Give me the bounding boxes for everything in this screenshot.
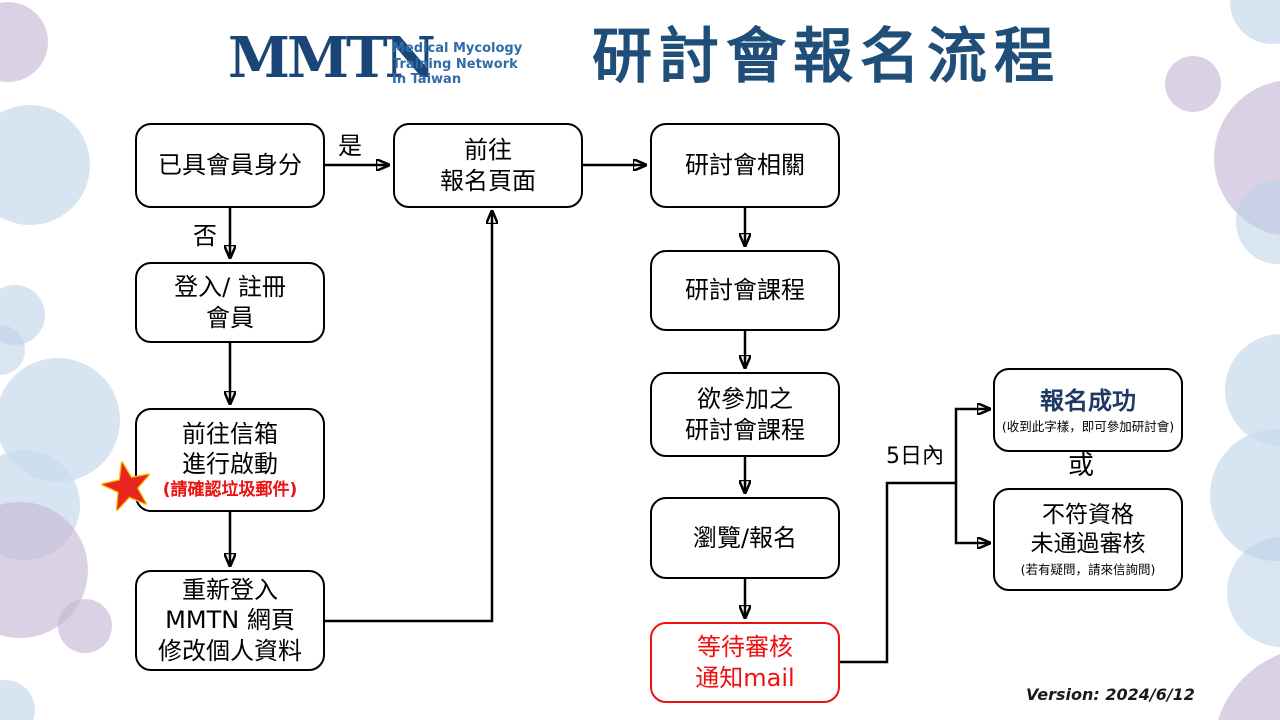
edge-label-yes: 是	[338, 132, 362, 160]
node-label: 前往	[464, 136, 512, 165]
decorative-circle	[1225, 334, 1280, 446]
node-label: 研討會相關	[685, 151, 805, 180]
node-label: 重新登入	[182, 576, 278, 605]
node-seminar-related: 研討會相關	[650, 123, 840, 208]
node-label: 已具會員身分	[158, 151, 302, 180]
edge-label-or: 或	[1067, 451, 1094, 481]
decorative-circle	[1218, 654, 1280, 720]
node-desired-courses: 欲參加之 研討會課程	[650, 372, 840, 457]
edge-branch-success	[954, 409, 990, 483]
node-wait-review: 等待審核 通知mail	[650, 622, 840, 703]
logo-subtitle-line: Training Network	[392, 56, 518, 72]
decorative-circle	[0, 680, 35, 720]
decorative-circle	[58, 599, 112, 653]
decorative-circle	[1165, 56, 1221, 112]
node-label: MMTN 網頁	[165, 606, 295, 635]
node-label: 修改個人資料	[158, 636, 302, 665]
edge-branch-fail	[954, 483, 990, 543]
edge-relogin-to-registration	[325, 211, 492, 623]
node-warning-note: (請確認垃圾郵件)	[162, 480, 298, 501]
node-note: (收到此字樣，即可參加研討會)	[1001, 418, 1175, 434]
node-label: 欲參加之	[697, 385, 793, 414]
node-label: 進行啟動	[182, 449, 278, 478]
edge-wait-feed	[839, 481, 957, 664]
decorative-circle	[0, 105, 90, 225]
node-member-check: 已具會員身分	[135, 123, 325, 208]
node-label: 報名成功	[1040, 386, 1136, 415]
edge-label-no: 否	[193, 222, 217, 250]
mmtn-logo: MMTN	[228, 25, 436, 91]
node-relogin: 重新登入 MMTN 網頁 修改個人資料	[135, 570, 325, 671]
node-label: 不符資格	[1042, 502, 1134, 529]
node-register-success: 報名成功 (收到此字樣，即可參加研討會)	[993, 368, 1183, 452]
node-not-qualified: 不符資格 未通過審核 (若有疑問，請來信詢問)	[993, 488, 1183, 591]
decorative-circle	[0, 502, 88, 638]
node-label: 等待審核	[697, 633, 793, 662]
node-login-register: 登入/ 註冊 會員	[135, 262, 325, 343]
version-label: Version: 2024/6/12	[1026, 685, 1195, 704]
node-mailbox-activate: 前往信箱 進行啟動 (請確認垃圾郵件)	[135, 408, 325, 512]
node-label: 研討會課程	[685, 276, 805, 305]
node-browse-register: 瀏覽/報名	[650, 497, 840, 579]
node-seminar-courses: 研討會課程	[650, 250, 840, 331]
logo-subtitle-line: Medical Mycology	[392, 41, 523, 56]
node-label: 研討會課程	[685, 415, 805, 444]
decorative-circle	[1230, 0, 1280, 44]
node-label: 通知mail	[695, 663, 795, 692]
page-title: 研討會報名流程	[592, 22, 1061, 92]
node-label: 會員	[206, 303, 254, 332]
decorative-circle	[1210, 429, 1280, 561]
node-label: 報名頁面	[440, 166, 536, 195]
logo-subtitle-line: In Taiwan	[392, 72, 462, 88]
star-icon	[100, 459, 154, 517]
decorative-circle	[0, 325, 25, 375]
edge-label-within-5-days: 5日內	[886, 444, 944, 469]
node-label: 未通過審核	[1030, 531, 1146, 558]
node-go-registration: 前往 報名頁面	[393, 123, 583, 208]
node-note: (若有疑問，請來信詢問)	[1020, 562, 1156, 578]
node-label: 登入/ 註冊	[174, 273, 286, 302]
decorative-circle	[1227, 537, 1280, 647]
node-label: 瀏覽/報名	[692, 523, 798, 552]
node-label: 前往信箱	[182, 419, 278, 448]
decorative-circle	[0, 2, 48, 82]
decorative-circle	[1236, 180, 1280, 264]
mmtn-logo-subtitle: Medical Mycology Training Network In Tai…	[392, 41, 522, 88]
